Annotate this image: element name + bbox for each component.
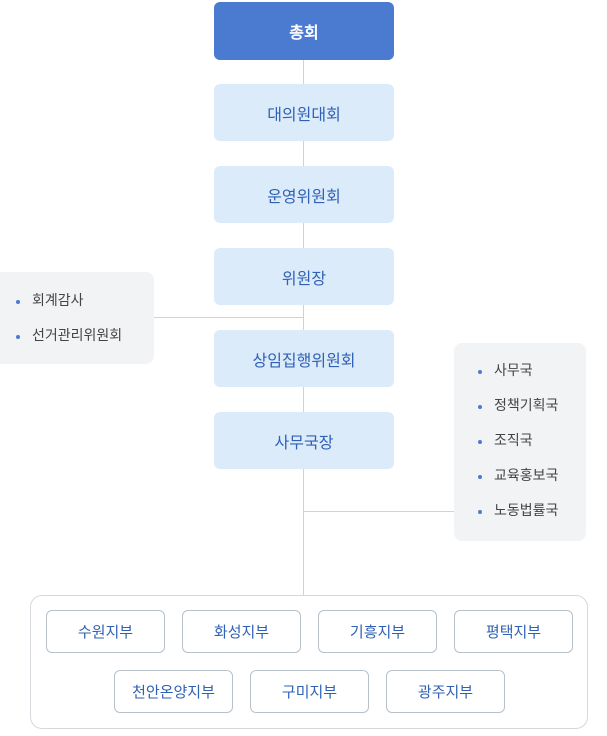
right-panel-item: 조직국 <box>478 424 586 459</box>
right-connector-line <box>304 511 454 512</box>
branch-box: 천안온양지부 <box>114 670 233 713</box>
branch-box: 광주지부 <box>386 670 505 713</box>
right-panel-item: 노동법률국 <box>478 494 586 529</box>
branches-container: 수원지부 화성지부 기흥지부 평택지부 천안온양지부 구미지부 광주지부 <box>30 595 588 729</box>
branch-box: 평택지부 <box>454 610 573 653</box>
node-delegates-assembly: 대의원대회 <box>214 84 394 141</box>
node-chairperson: 위원장 <box>214 248 394 305</box>
node-standing-executive-committee: 상임집행위원회 <box>214 330 394 387</box>
right-side-panel: 사무국 정책기획국 조직국 교육홍보국 노동법률국 <box>454 343 586 541</box>
node-general-assembly: 총회 <box>214 2 394 60</box>
left-panel-item: 선거관리위원회 <box>16 319 154 354</box>
node-secretary-general: 사무국장 <box>214 412 394 469</box>
left-panel-item: 회계감사 <box>16 284 154 319</box>
main-trunk-line <box>303 58 304 596</box>
branch-box: 기흥지부 <box>318 610 437 653</box>
left-connector-line <box>154 317 304 318</box>
branch-box: 수원지부 <box>46 610 165 653</box>
branch-box: 화성지부 <box>182 610 301 653</box>
right-panel-item: 사무국 <box>478 354 586 389</box>
left-side-panel: 회계감사 선거관리위원회 <box>0 272 154 364</box>
node-steering-committee: 운영위원회 <box>214 166 394 223</box>
branch-box: 구미지부 <box>250 670 369 713</box>
right-panel-item: 정책기획국 <box>478 389 586 424</box>
right-panel-item: 교육홍보국 <box>478 459 586 494</box>
